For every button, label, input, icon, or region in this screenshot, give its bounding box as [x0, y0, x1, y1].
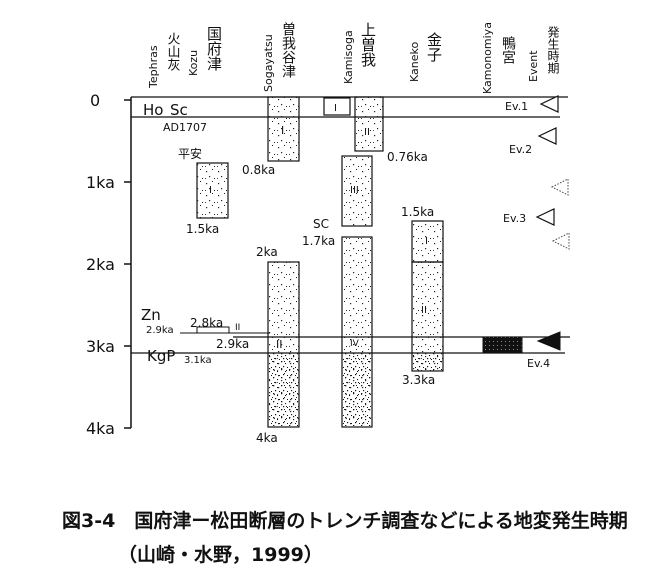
event-1-marker — [539, 95, 559, 113]
header-event-jp: 発生時期 — [546, 26, 560, 74]
label-soga-29ka: 2.9ka — [216, 337, 249, 351]
kozu-unit-1: I — [209, 185, 212, 196]
kamisoga-column: I II 0.76ka III SC 1.7ka IV — [302, 96, 428, 428]
soga-unit-1: I — [281, 124, 284, 137]
kaneko-column: 1.5ka I II 3.3ka — [401, 205, 444, 387]
event-3-marker — [535, 208, 555, 226]
kami-unit-4: IV — [350, 339, 360, 349]
label-heian: 平安 — [178, 146, 202, 161]
figure-caption: 図3-4 国府津ー松田断層のトレンチ調査などによる地変発生時期 — [62, 510, 628, 532]
label-kgp-age: 3.1ka — [184, 355, 212, 366]
figure-caption-citation: （山崎・水野，1999） — [118, 544, 323, 566]
label-kami-17ka: 1.7ka — [302, 234, 335, 248]
label-ho: Ho — [143, 101, 163, 119]
header-kamisoga-en: Kamisoga — [342, 30, 355, 84]
label-kaneko-15ka: 1.5ka — [401, 205, 434, 219]
event-uncertain-marker-b — [551, 232, 570, 250]
tick-2ka: 2ka — [86, 255, 115, 274]
ho-sc-band: Ho Sc AD1707 — [131, 96, 568, 134]
event-2-marker — [537, 127, 557, 145]
label-sc: Sc — [170, 101, 188, 119]
label-kaneko-33ka: 3.3ka — [402, 373, 435, 387]
label-soga-4ka: 4ka — [256, 431, 278, 445]
fault-timing-diagram: Tephras 火山灰 Kozu 国府津 Sogayatsu 曽我谷津 Kami… — [86, 22, 570, 445]
header-kamonomiya-en: Kamonomiya — [481, 22, 494, 94]
header-sogayatsu-en: Sogayatsu — [262, 34, 275, 92]
tick-3ka: 3ka — [86, 337, 115, 356]
event-uncertain-marker-a — [550, 178, 569, 196]
tick-1ka: 1ka — [86, 173, 115, 192]
tick-0: 0 — [90, 91, 100, 110]
label-zn-age: 2.9ka — [146, 325, 174, 336]
kozu-column: 平安 I 1.5ka 2.8ka II — [178, 146, 240, 334]
time-axis: 0 1ka 2ka 3ka 4ka — [86, 91, 132, 438]
label-kami-076ka: 0.76ka — [387, 150, 428, 164]
label-soga-08ka: 0.8ka — [242, 163, 275, 177]
header-tephras-en: Tephras — [147, 45, 160, 89]
header-kozu-jp: 国府津 — [205, 26, 223, 71]
kozu-unit-2: II — [235, 323, 240, 333]
kaneko-unit-1: I — [425, 236, 428, 247]
label-soga-2ka: 2ka — [256, 245, 278, 259]
event-4-label: Ev.4 — [527, 357, 550, 370]
event-1-label: Ev.1 — [505, 100, 528, 113]
label-kozu-28ka: 2.8ka — [190, 316, 223, 330]
label-ad1707: AD1707 — [163, 121, 207, 134]
event-markers: Ev.1 Ev.2 Ev.3 Ev.4 — [503, 95, 570, 370]
header-tephras-jp: 火山灰 — [165, 32, 181, 71]
kami-unit-3: III — [350, 185, 359, 196]
kami-unit-1: I — [334, 103, 337, 114]
event-3-label: Ev.3 — [503, 212, 526, 225]
soga-unit-2: II — [276, 338, 283, 351]
header-kaneko-en: Kaneko — [408, 42, 421, 82]
header-kamisoga-jp: 上曽我 — [359, 22, 377, 67]
kaneko-unit-2: II — [421, 305, 427, 316]
kgp-band: Zn 2.9ka KgP 3.1ka — [131, 306, 570, 366]
header-kamonomiya-jp: 鴨宮 — [500, 36, 516, 64]
event-4-marker — [536, 331, 561, 351]
header-kozu-en: Kozu — [187, 50, 200, 76]
event-2-label: Ev.2 — [509, 143, 532, 156]
header-event-en: Event — [527, 50, 540, 82]
header-kaneko-jp: 金子 — [425, 32, 443, 62]
kamonomiya-block — [482, 336, 523, 354]
kami-unit-2: II — [364, 127, 370, 138]
header-sogayatsu-jp: 曽我谷津 — [280, 22, 296, 78]
label-kami-sc: SC — [313, 217, 329, 231]
label-zn: Zn — [141, 306, 161, 324]
tick-4ka: 4ka — [86, 419, 115, 438]
sogayatsu-column: I 0.8ka 2ka II 2.9ka 4ka — [216, 96, 300, 445]
label-kozu-15ka: 1.5ka — [186, 222, 219, 236]
label-kgp: KgP — [147, 347, 175, 365]
column-headers: Tephras 火山灰 Kozu 国府津 Sogayatsu 曽我谷津 Kami… — [147, 22, 560, 94]
